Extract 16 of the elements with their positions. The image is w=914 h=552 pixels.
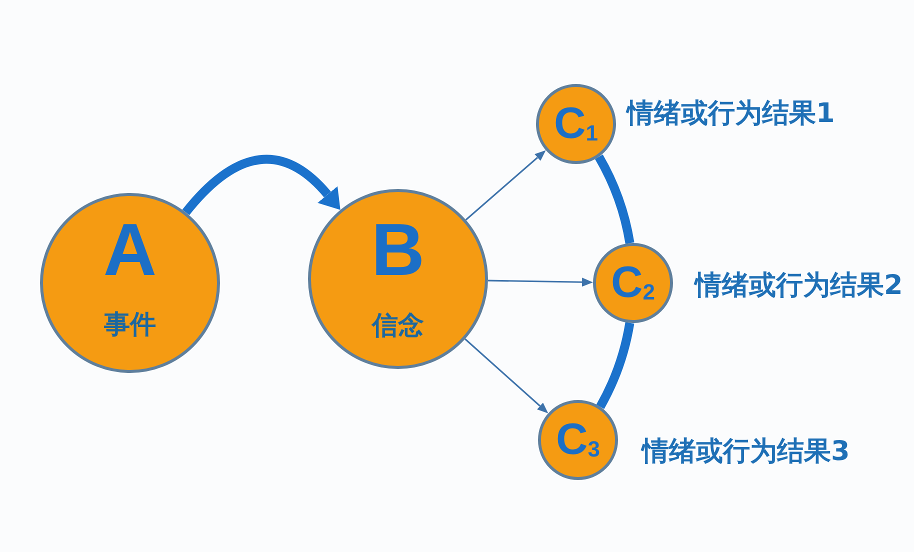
arc-line (594, 154, 634, 244)
node-label: 事件 (104, 312, 156, 338)
arrow (465, 150, 546, 220)
side-label: 情绪或行为结果2 (695, 270, 903, 302)
arrow (488, 278, 593, 287)
letter-label: B (371, 213, 425, 287)
side-label: 情绪或行为结果1 (627, 98, 835, 130)
letter-label: C$_{1}$ (554, 102, 598, 146)
arc-line (596, 322, 634, 409)
letter-label: C$_{2}$ (610, 261, 656, 305)
letter-label: C$_{3}$ (556, 418, 600, 462)
arrow (464, 338, 548, 414)
node-label: 信念 (372, 313, 424, 339)
letter-label: A (103, 213, 157, 287)
curved-arrow (182, 154, 342, 216)
side-label: 情绪或行为结果3 (642, 436, 850, 468)
